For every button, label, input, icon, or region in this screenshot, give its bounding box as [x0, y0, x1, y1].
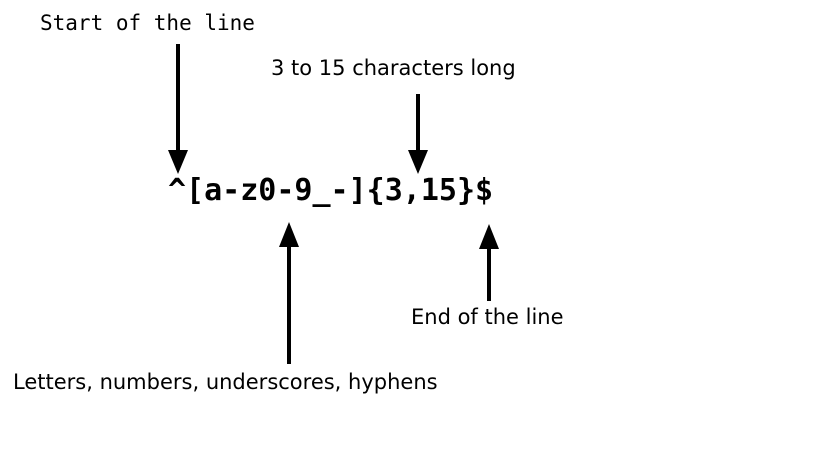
- arrow-end-of-line: [479, 224, 499, 301]
- arrow-charset: [279, 222, 299, 364]
- arrow-length: [408, 94, 428, 174]
- regex-expression: ^[a-z0-9_-]{3,15}$: [168, 173, 494, 208]
- arrow-start-of-line: [168, 44, 188, 174]
- annotation-label-start-of-line: Start of the line: [40, 11, 255, 35]
- annotation-label-length: 3 to 15 characters long: [271, 56, 516, 80]
- annotation-label-end-of-line: End of the line: [411, 305, 564, 329]
- clipped-text-fragment: :: [0, 372, 1, 393]
- annotation-label-charset: Letters, numbers, underscores, hyphens: [13, 370, 438, 394]
